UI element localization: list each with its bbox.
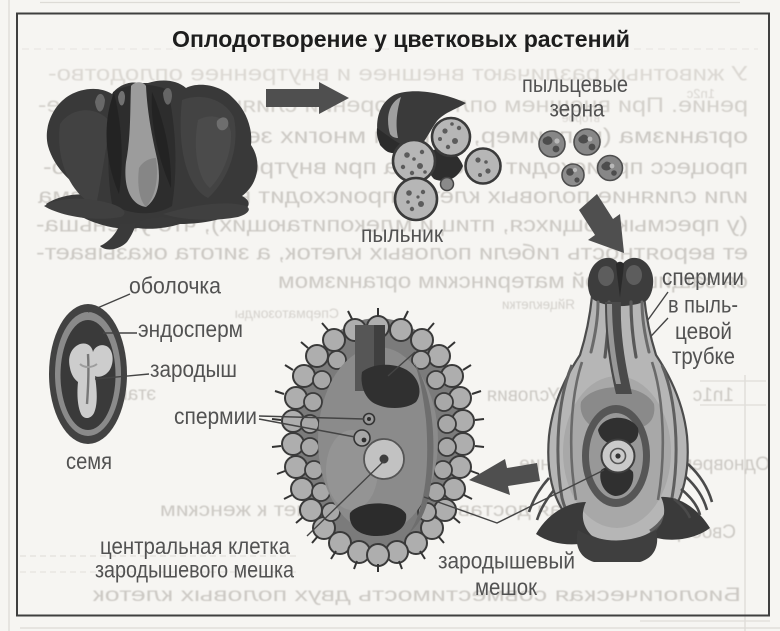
svg-text:второе: второе bbox=[562, 111, 600, 125]
svg-text:пыльцевые: пыльцевые bbox=[522, 71, 628, 97]
svg-text:зерна: зерна bbox=[550, 96, 605, 122]
svg-text:1n1c: 1n1c bbox=[693, 385, 734, 406]
svg-text:Сперматозоиды: Сперматозоиды bbox=[235, 305, 339, 321]
svg-text:Биологическая совместимость дв: Биологическая совместимость двух половых… bbox=[92, 585, 741, 606]
svg-text:пыльник: пыльник bbox=[361, 221, 444, 247]
svg-text:цевой: цевой bbox=[675, 318, 732, 344]
svg-text:Условия: Условия bbox=[487, 385, 560, 406]
svg-text:центральная клетка: центральная клетка bbox=[100, 533, 290, 559]
svg-text:в пыль-: в пыль- bbox=[668, 292, 738, 318]
svg-text:Оплодотворение у цветковых рас: Оплодотворение у цветковых растений bbox=[172, 26, 630, 52]
svg-text:семя: семя bbox=[66, 448, 112, 474]
svg-text:эндосперм: эндосперм bbox=[138, 316, 243, 342]
svg-text:зародышевый: зародышевый bbox=[438, 548, 575, 574]
svg-text:зародышевого мешка: зародышевого мешка bbox=[95, 557, 294, 583]
svg-text:этап: этап bbox=[117, 384, 156, 405]
svg-text:спермии: спермии bbox=[662, 264, 744, 290]
svg-text:ся защищенной материнским орга: ся защищенной материнским организмом bbox=[278, 269, 748, 293]
svg-text:трубке: трубке bbox=[672, 343, 735, 369]
svg-text:оболочка: оболочка bbox=[129, 273, 221, 299]
svg-text:спермии: спермии bbox=[174, 403, 257, 429]
svg-text:мешок: мешок bbox=[475, 574, 538, 600]
svg-text:зародыш: зародыш bbox=[150, 356, 237, 382]
svg-text:Яйцеклетки: Яйцеклетки bbox=[502, 297, 575, 312]
svg-text:1n2c: 1n2c bbox=[686, 86, 715, 101]
